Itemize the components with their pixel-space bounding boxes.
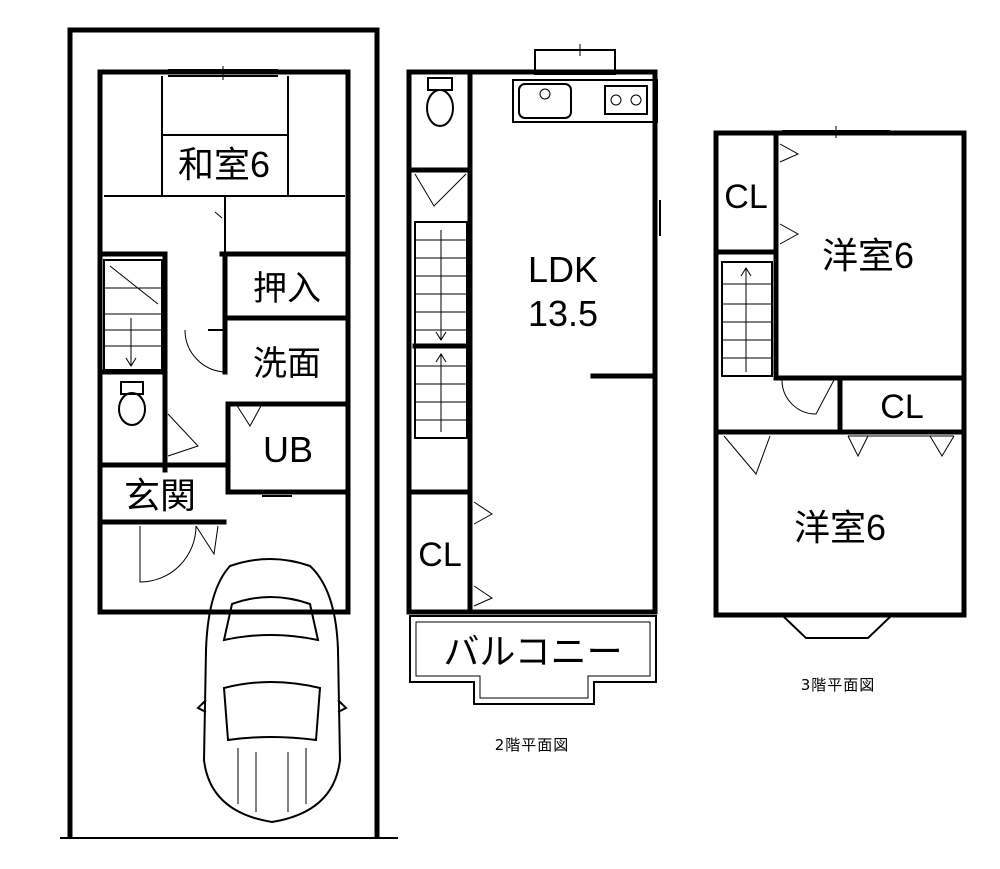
door-lower-room <box>723 435 771 475</box>
room-label-cl-lower-3f: CL <box>880 388 923 426</box>
room-label-cl-2f: CL <box>418 536 461 574</box>
door-upper-room <box>781 379 835 415</box>
caption-2f: 2階平面図 <box>495 736 570 754</box>
floor1-plan: 和室6 押入 洗面 UB <box>60 27 398 839</box>
floor3-outline <box>713 130 967 618</box>
room-label-ub: UB <box>263 429 313 470</box>
stairs-1f <box>103 259 163 371</box>
room-label-genkan: 玄関 <box>124 475 196 516</box>
lot-boundary <box>67 27 380 838</box>
door-entrance <box>139 525 197 583</box>
bay-window-2f <box>534 49 616 75</box>
room-label-oshiire: 押入 <box>253 270 321 308</box>
floor3-plan: CL 洋室6 CL 洋室6 3階平面図 <box>713 126 967 694</box>
room-label-youshitsu-upper: 洋室6 <box>822 235 914 276</box>
door-ub <box>235 403 263 427</box>
room-label-ldk: LDK <box>528 249 598 290</box>
room-label-washitsu: 和室6 <box>178 144 270 185</box>
toilet-1f-icon <box>118 381 146 426</box>
floor2-outline <box>406 69 658 615</box>
room-label-senmen: 洗面 <box>253 345 321 383</box>
balcony-outline <box>409 615 657 705</box>
floor1-outline <box>97 69 351 615</box>
room-label-cl-upper-3f: CL <box>724 178 767 216</box>
door-swing-senmen <box>184 329 226 373</box>
room-size-ldk: 13.5 <box>528 293 598 334</box>
door-toilet-2f <box>414 173 467 207</box>
car-icon <box>196 558 348 824</box>
room-label-balcony: バルコニー <box>443 631 622 672</box>
stairs-2f <box>412 221 470 439</box>
kitchen-counter <box>512 79 658 123</box>
floor2-plan: CL LDK 13.5 バルコニー 2階平面図 <box>406 44 661 754</box>
tatami-lines <box>104 76 345 254</box>
toilet-2f-icon <box>426 77 454 127</box>
caption-3f: 3階平面図 <box>801 676 876 694</box>
bay-window-3f <box>783 616 891 639</box>
door-toilet-1f <box>167 413 199 457</box>
room-label-youshitsu-lower: 洋室6 <box>794 507 886 548</box>
stairs-3f <box>721 261 773 377</box>
